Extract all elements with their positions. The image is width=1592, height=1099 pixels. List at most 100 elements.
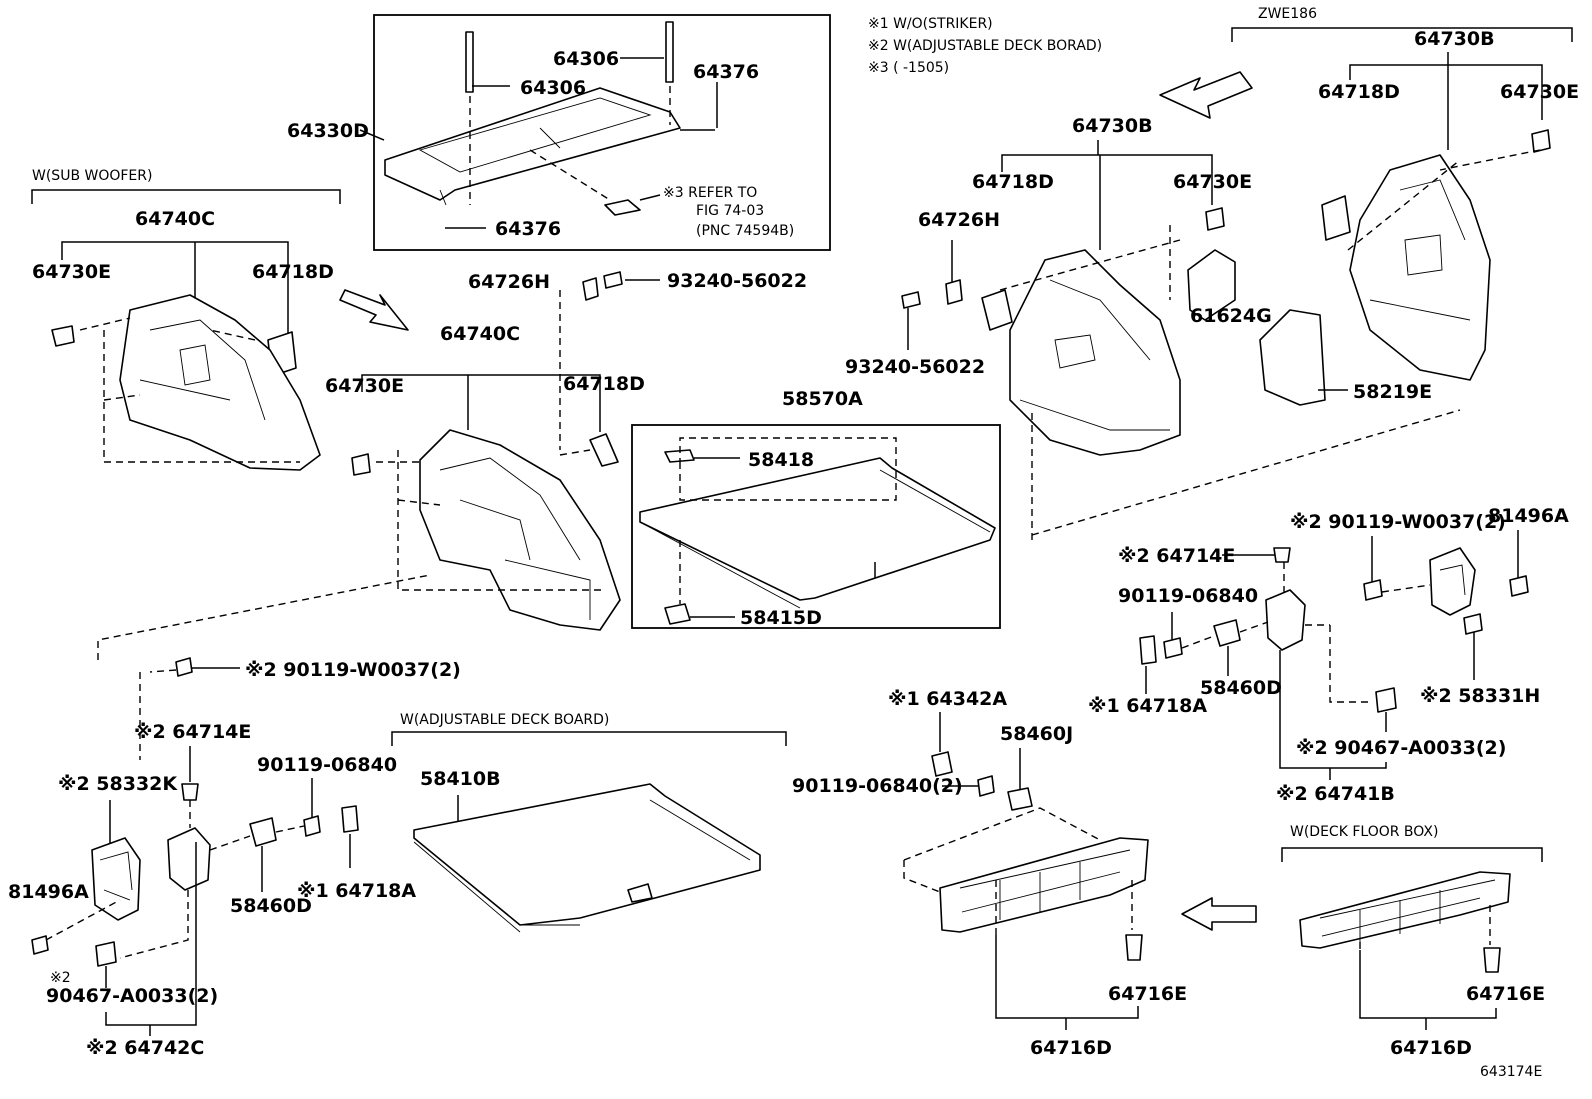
support-rod-left[interactable] [465,31,474,205]
deck-board-box [631,424,1001,629]
label-90119W-left: ※2 90119-W0037(2) [245,659,461,681]
label-81496A-left: 81496A [8,881,89,903]
clip-64716E-right[interactable] [1483,947,1501,973]
label-64742C: ※2 64742C [86,1037,204,1059]
clip-64730E-left[interactable] [51,325,75,347]
bracket-64741B [1279,650,1387,780]
label-64718D-r1: 64718D [972,171,1054,193]
cover-64718D-r1[interactable] [981,289,1013,331]
label-90119-06840-right: 90119-06840 [1118,585,1258,607]
label-64718D-r2: 64718D [1318,81,1400,103]
label-64714E-right: ※2 64714E [1118,545,1235,567]
dash-90119W-left [139,669,177,760]
support-rod-right[interactable] [665,21,674,125]
label-90467-left: 90467-A0033(2) [46,985,218,1007]
holder-58460D-left[interactable] [249,817,277,847]
label-64376-upper: 64376 [693,61,759,83]
dash-scuff-right [1359,905,1491,950]
label-58460J: 58460J [1000,723,1073,745]
bolt-90119W-right[interactable] [1363,579,1383,601]
dash-right-zwe186 [1347,149,1541,251]
bolt-90467-left[interactable] [95,941,117,967]
label-58332K: ※2 58332K [58,773,178,795]
label-90119W-right: ※2 90119-W0037(2) [1290,511,1506,533]
clip-64730E-r2[interactable] [1531,129,1551,153]
clip-64730E-r1[interactable] [1205,207,1225,231]
note-adjustable-deck: ※2 W(ADJUSTABLE DECK BORAD) [868,38,1102,54]
bracket-adjustable-deck-board [391,731,787,746]
bracket-64730B-r [1349,52,1543,150]
screw-93240-mid[interactable] [603,271,623,289]
label-90467-note-left: ※2 [50,970,71,986]
pad-64718A-left[interactable] [341,805,359,833]
pad-58418[interactable] [664,449,695,463]
bracket-64726H-mid[interactable] [582,277,599,301]
clip-64716E-mid[interactable] [1125,934,1143,961]
bolt-90119-06840-left[interactable] [303,815,321,837]
cover-64718D-r2[interactable] [1321,195,1351,241]
leader-refer [639,194,661,201]
clip-64714E-right[interactable] [1273,547,1291,563]
clip-64730E-mid[interactable] [351,453,371,476]
label-64740C-mid: 64740C [440,323,520,345]
group-adjustable-deck-board: W(ADJUSTABLE DECK BOARD) [400,712,609,728]
pad-64718A-right[interactable] [1139,635,1157,665]
label-64741B: ※2 64741B [1276,783,1395,805]
dash-64742C [119,800,191,959]
label-64342A: ※1 64342A [888,688,1007,710]
striker-58332K[interactable] [91,837,141,921]
quarter-trim-right-zwe186[interactable] [1349,154,1491,381]
bolt-90119-06840x2[interactable] [977,775,995,797]
pin-58331H[interactable] [1463,613,1483,635]
bracket-64726H-r[interactable] [945,279,963,305]
tonneau-cover-part[interactable] [384,87,681,206]
holder-58460D-right[interactable] [1213,619,1241,647]
label-64718A-right: ※1 64718A [1088,695,1207,717]
deck-board-58570A[interactable] [639,457,996,609]
direction-arrow-left [339,289,409,331]
label-64714E-left: ※2 64714E [134,721,251,743]
nut-81496A-left[interactable] [31,935,49,955]
quarter-trim-left-subwoofer[interactable] [119,294,321,471]
stopper-58415D[interactable] [664,603,691,625]
scuff-plate-64716D-floor-box[interactable] [1299,871,1511,949]
scuff-plate-64716D[interactable] [939,837,1149,933]
deck-board-58410B[interactable] [413,783,761,933]
cover-64718D-mid[interactable] [589,433,619,467]
quarter-trim-right-mid[interactable] [1009,249,1181,456]
dash-right-fasteners [1181,621,1370,703]
bracket-64741B-body[interactable] [1265,589,1306,651]
screw-93240-r[interactable] [901,291,921,309]
figure-number: 643174E [1480,1064,1542,1080]
refer-dash [529,149,611,201]
striker-58331H[interactable] [1429,547,1476,616]
label-64740C-left: 64740C [135,208,215,230]
label-93240-mid: 93240-56022 [667,270,807,292]
nut-81496A-right[interactable] [1509,575,1529,597]
dash-64714E-right [1283,562,1431,600]
dash-81496A-left [45,899,121,941]
label-64376-lower: 64376 [495,218,561,240]
label-64330D: 64330D [287,120,369,142]
bracket-deck-floor-box [1281,847,1543,862]
bolt-90467-right[interactable] [1375,687,1397,713]
group-zwe186: ZWE186 [1258,6,1317,22]
clip-64714E-left[interactable] [181,783,199,801]
bracket-64742C-body[interactable] [167,827,211,891]
note-without-striker: ※1 W/O(STRIKER) [868,16,993,32]
label-64718D-left: 64718D [252,261,334,283]
striker-64342A[interactable] [931,751,953,777]
quarter-trim-mid[interactable] [419,429,621,631]
label-58418: 58418 [748,449,814,471]
bolt-90119W-left[interactable] [175,657,193,677]
bracket-61624G[interactable] [1187,249,1236,321]
label-64730B-mid: 64730B [1072,115,1153,137]
label-58331H: ※2 58331H [1420,685,1540,707]
label-90467-right: ※2 90467-A0033(2) [1296,737,1506,759]
label-90119-06840-left: 90119-06840 [257,754,397,776]
bolt-90119-06840-right[interactable] [1163,637,1183,659]
label-58460D-right: 58460D [1200,677,1282,699]
holder-58460J[interactable] [1007,787,1033,811]
liner-58219E[interactable] [1259,309,1326,406]
